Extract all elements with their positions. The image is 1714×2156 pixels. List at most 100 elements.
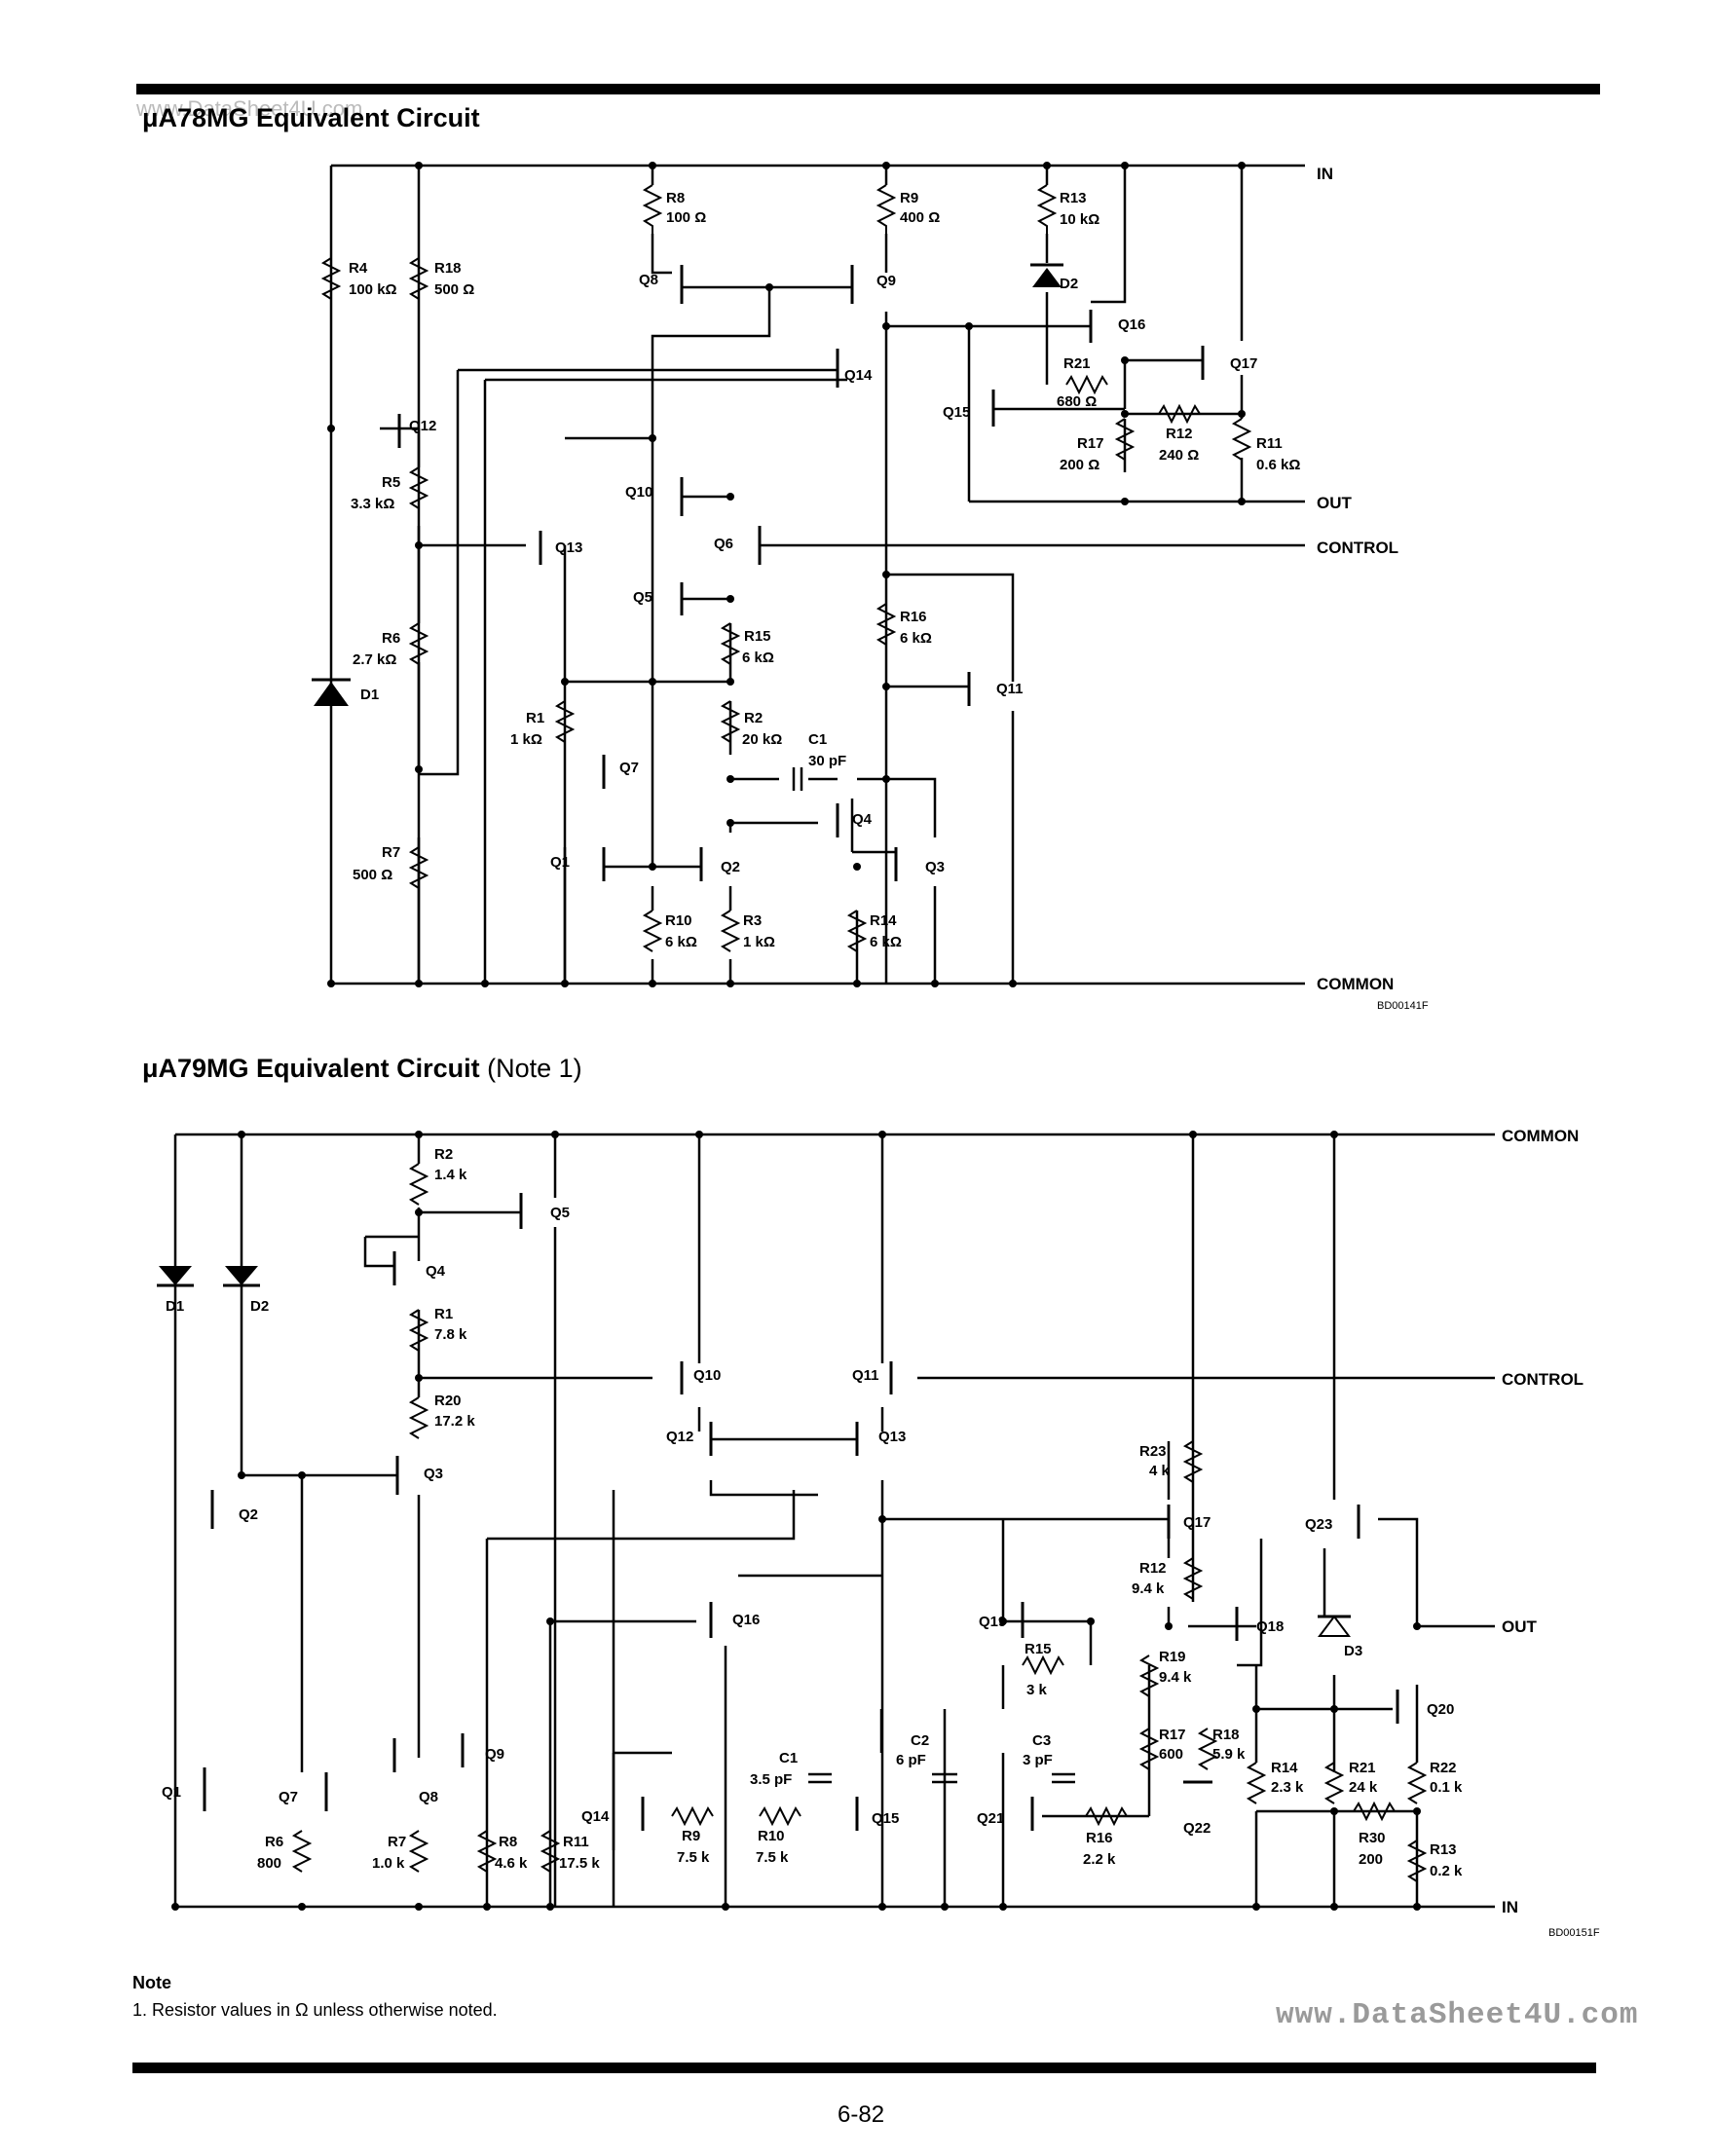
c2-label-c3: C3 xyxy=(1032,1732,1051,1749)
c2-label-q3: Q3 xyxy=(424,1466,443,1482)
c1-label-r11: R11 xyxy=(1256,435,1283,452)
circuit1-labels: R8 100 Ω R9 400 Ω R13 10 kΩ R4 100 kΩ R1… xyxy=(349,165,1429,1012)
c1-label-r3: R3 xyxy=(743,912,762,929)
c1-terminal-in: IN xyxy=(1317,165,1333,183)
circuit2-capacitors xyxy=(808,1772,1075,1784)
c1-terminal-out: OUT xyxy=(1317,494,1353,512)
c1-label-r1: R1 xyxy=(526,710,544,726)
c2-value-c1: 3.5 pF xyxy=(750,1771,792,1788)
c2-value-r6: 800 xyxy=(257,1855,281,1872)
c1-label-q5: Q5 xyxy=(633,589,652,606)
c2-label-r15: R15 xyxy=(1025,1641,1052,1657)
circuit2-wires xyxy=(173,1133,1495,1909)
c1-value-r3: 1 kΩ xyxy=(743,934,775,950)
circuit2-resistors xyxy=(291,1163,1428,1882)
circuit2-junctions xyxy=(171,1131,1421,1911)
top-rule xyxy=(136,84,1600,94)
c1-value-r18: 500 Ω xyxy=(434,281,474,298)
c1-label-r10: R10 xyxy=(665,912,692,929)
c1-value-r17: 200 Ω xyxy=(1060,457,1099,473)
c2-diode-d2-body xyxy=(225,1266,258,1285)
c2-diode-d1-body xyxy=(159,1266,192,1285)
c2-label-q19: Q19 xyxy=(979,1614,1006,1630)
c1-figure-code: BD00141F xyxy=(1377,1000,1429,1012)
c2-value-c2: 6 pF xyxy=(896,1752,926,1768)
c2-label-r17: R17 xyxy=(1159,1727,1186,1743)
c2-value-r20: 17.2 k xyxy=(434,1413,475,1430)
c1-label-q9: Q9 xyxy=(876,273,896,289)
c1-label-r15: R15 xyxy=(744,628,771,645)
c1-label-q11: Q11 xyxy=(996,681,1024,697)
c1-label-r8: R8 xyxy=(666,190,685,206)
c2-label-q23: Q23 xyxy=(1305,1516,1332,1533)
c1-value-r1: 1 kΩ xyxy=(510,731,542,748)
c2-label-d1: D1 xyxy=(166,1298,184,1315)
c2-value-c3: 3 pF xyxy=(1023,1752,1053,1768)
circuit1-resistors xyxy=(320,184,1252,952)
c1-value-r6: 2.7 kΩ xyxy=(353,651,396,668)
c1-value-c1: 30 pF xyxy=(808,753,846,769)
circuit2-title-note: (Note 1) xyxy=(487,1054,582,1083)
c2-label-r12: R12 xyxy=(1139,1560,1167,1577)
circuit2-title: μA79MG Equivalent Circuit (Note 1) xyxy=(142,1054,582,1084)
page-number: 6-82 xyxy=(838,2101,885,2128)
c2-value-r15: 3 k xyxy=(1026,1682,1048,1698)
c2-label-r10: R10 xyxy=(758,1828,785,1844)
c2-value-r1: 7.8 k xyxy=(434,1326,467,1343)
c2-label-q7: Q7 xyxy=(279,1789,298,1805)
c1-label-d2: D2 xyxy=(1060,276,1078,292)
c1-label-q15: Q15 xyxy=(943,404,970,421)
c2-value-r8: 4.6 k xyxy=(495,1855,528,1872)
c1-value-r13: 10 kΩ xyxy=(1060,211,1099,228)
c2-value-r9: 7.5 k xyxy=(677,1849,710,1866)
note-heading: Note xyxy=(132,1973,171,1992)
c1-value-r2: 20 kΩ xyxy=(742,731,782,748)
c1-label-r6: R6 xyxy=(382,630,400,647)
c2-label-r2: R2 xyxy=(434,1146,453,1163)
c1-value-r7: 500 Ω xyxy=(353,867,392,883)
circuit1-diode-d2 xyxy=(1030,263,1063,287)
c1-value-r4: 100 kΩ xyxy=(349,281,397,298)
c1-label-d1: D1 xyxy=(360,687,379,703)
circuit1-diode-d1 xyxy=(312,678,351,706)
c2-value-r22: 0.1 k xyxy=(1430,1779,1463,1796)
c1-label-r4: R4 xyxy=(349,260,368,277)
c2-value-r7: 1.0 k xyxy=(372,1855,405,1872)
circuit1-title-text: μA78MG Equivalent Circuit xyxy=(142,103,480,132)
c2-label-r21: R21 xyxy=(1349,1760,1376,1776)
c1-label-q2: Q2 xyxy=(721,859,740,875)
c1-label-q6: Q6 xyxy=(714,536,733,552)
circuit1-junctions xyxy=(327,162,1246,987)
c2-value-r12: 9.4 k xyxy=(1132,1580,1165,1597)
c2-label-d2: D2 xyxy=(250,1298,269,1315)
c2-label-q5: Q5 xyxy=(550,1205,570,1221)
circuit2-diodes xyxy=(157,1266,1351,1637)
c1-label-r2: R2 xyxy=(744,710,763,726)
c1-label-q13: Q13 xyxy=(555,539,582,556)
c2-value-r30: 200 xyxy=(1359,1851,1383,1868)
c1-label-r12: R12 xyxy=(1166,426,1193,442)
c2-label-c2: C2 xyxy=(911,1732,929,1749)
c2-value-r16: 2.2 k xyxy=(1083,1851,1116,1868)
c1-label-q14: Q14 xyxy=(844,367,873,384)
c1-label-q1: Q1 xyxy=(550,854,570,871)
c2-value-r11: 17.5 k xyxy=(559,1855,600,1872)
c2-label-r13: R13 xyxy=(1430,1841,1457,1858)
c2-label-r11: R11 xyxy=(563,1834,589,1850)
c2-label-r19: R19 xyxy=(1159,1649,1186,1665)
c2-label-q18: Q18 xyxy=(1256,1618,1284,1635)
c2-label-r8: R8 xyxy=(499,1834,517,1850)
c1-label-q17: Q17 xyxy=(1230,355,1257,372)
c2-label-r1: R1 xyxy=(434,1306,453,1322)
watermark-top: www.DataSheet4U.com xyxy=(136,96,363,121)
circuit1-schematic: R8 100 Ω R9 400 Ω R13 10 kΩ R4 100 kΩ R1… xyxy=(312,162,1429,1012)
watermark-bottom[interactable]: www.DataSheet4U.com xyxy=(1276,1998,1639,2032)
c1-label-q10: Q10 xyxy=(625,484,652,501)
c1-label-r14: R14 xyxy=(870,912,897,929)
c1-label-r21: R21 xyxy=(1063,355,1091,372)
c2-value-r18: 5.9 k xyxy=(1212,1746,1246,1763)
circuit2-labels: R2 1.4 k R1 7.8 k R20 17.2 k R23 4 k R12… xyxy=(162,1127,1600,1939)
c1-value-r10: 6 kΩ xyxy=(665,934,697,950)
c2-figure-code: BD00151F xyxy=(1548,1927,1600,1939)
